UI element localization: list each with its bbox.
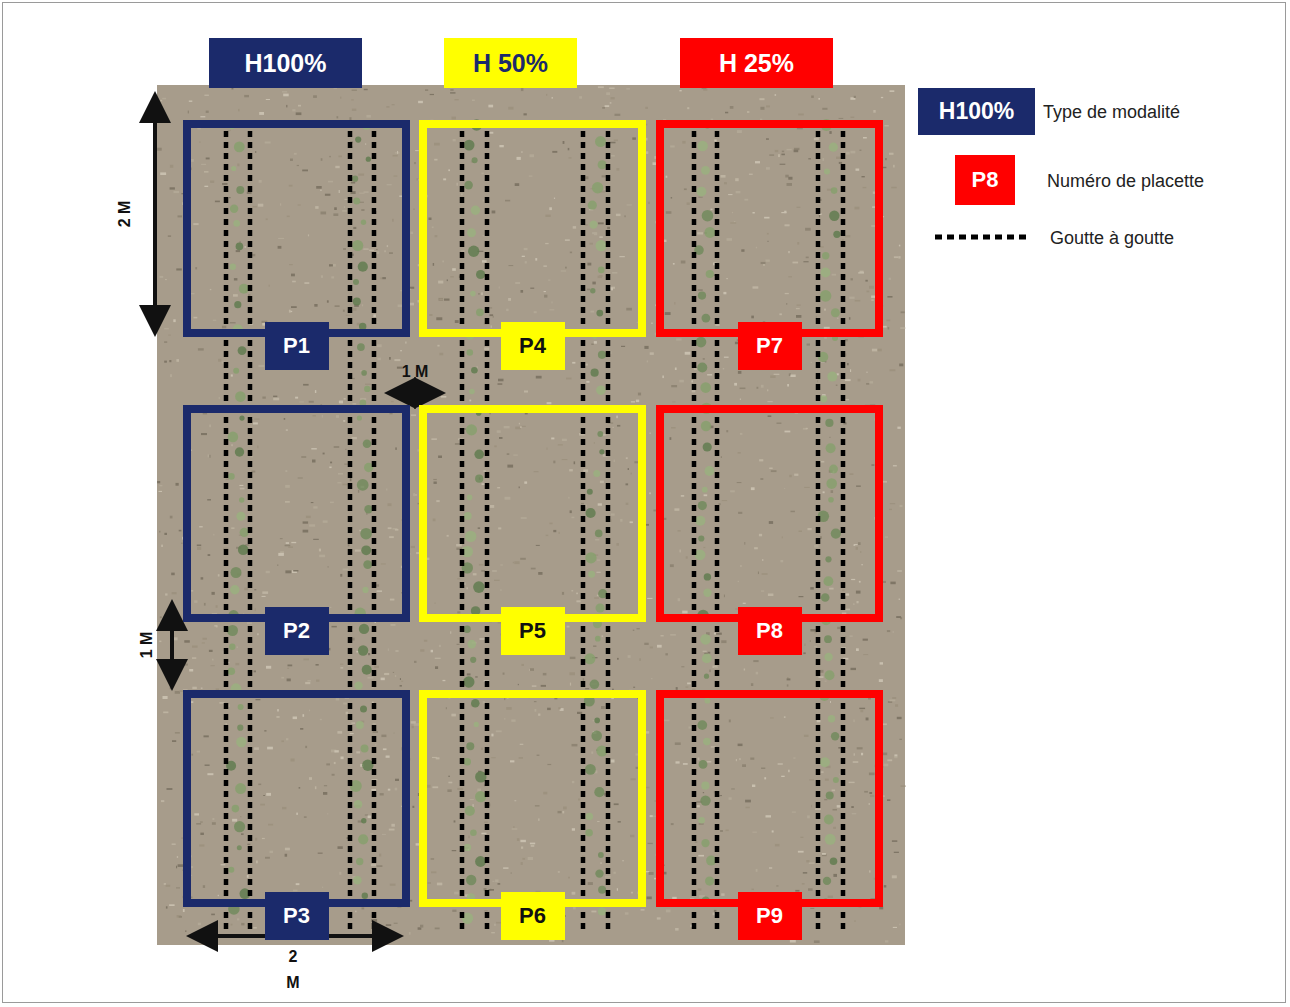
dimension-label: 1 M xyxy=(138,632,156,659)
plot-number: P1 xyxy=(265,322,329,370)
plot-square: P3 xyxy=(183,690,410,907)
plot-square: P4 xyxy=(419,120,646,337)
dimension-label: 2 M xyxy=(282,944,304,996)
legend-swatch: H100% xyxy=(918,88,1035,135)
legend-swatch: P8 xyxy=(955,155,1015,205)
plot-number: P3 xyxy=(265,892,329,940)
drip-lines xyxy=(226,120,843,932)
modality-label: H 50% xyxy=(473,49,548,78)
modality-header: H 50% xyxy=(444,38,577,88)
plot-square: P8 xyxy=(656,405,883,622)
dimension-label: 1 M xyxy=(402,363,429,381)
drip-legend-sample xyxy=(935,235,1030,240)
plot-number: P9 xyxy=(738,892,802,940)
modality-header: H100% xyxy=(209,38,362,88)
plot-square: P7 xyxy=(656,120,883,337)
plot-square: P5 xyxy=(419,405,646,622)
plot-square: P2 xyxy=(183,405,410,622)
plot-number: P7 xyxy=(738,322,802,370)
dimension-arrows xyxy=(155,95,442,936)
dimension-label: 2 M xyxy=(116,201,134,228)
legend-text: Numéro de placette xyxy=(1047,171,1204,192)
plot-square: P6 xyxy=(419,690,646,907)
legend-text: Goutte à goutte xyxy=(1050,228,1174,249)
plot-number: P6 xyxy=(501,892,565,940)
modality-label: H100% xyxy=(245,49,327,78)
legend-swatch-text: H100% xyxy=(939,98,1014,125)
soil-ground xyxy=(157,85,905,945)
legend-text: Type de modalité xyxy=(1043,102,1180,123)
plot-number: P2 xyxy=(265,607,329,655)
legend-swatch-text: P8 xyxy=(972,167,999,193)
modality-header: H 25% xyxy=(680,38,833,88)
soil-texture xyxy=(157,86,905,943)
plot-number: P8 xyxy=(738,607,802,655)
plot-number: P4 xyxy=(501,322,565,370)
plot-square: P1 xyxy=(183,120,410,337)
plot-number: P5 xyxy=(501,607,565,655)
modality-label: H 25% xyxy=(719,49,794,78)
plot-square: P9 xyxy=(656,690,883,907)
